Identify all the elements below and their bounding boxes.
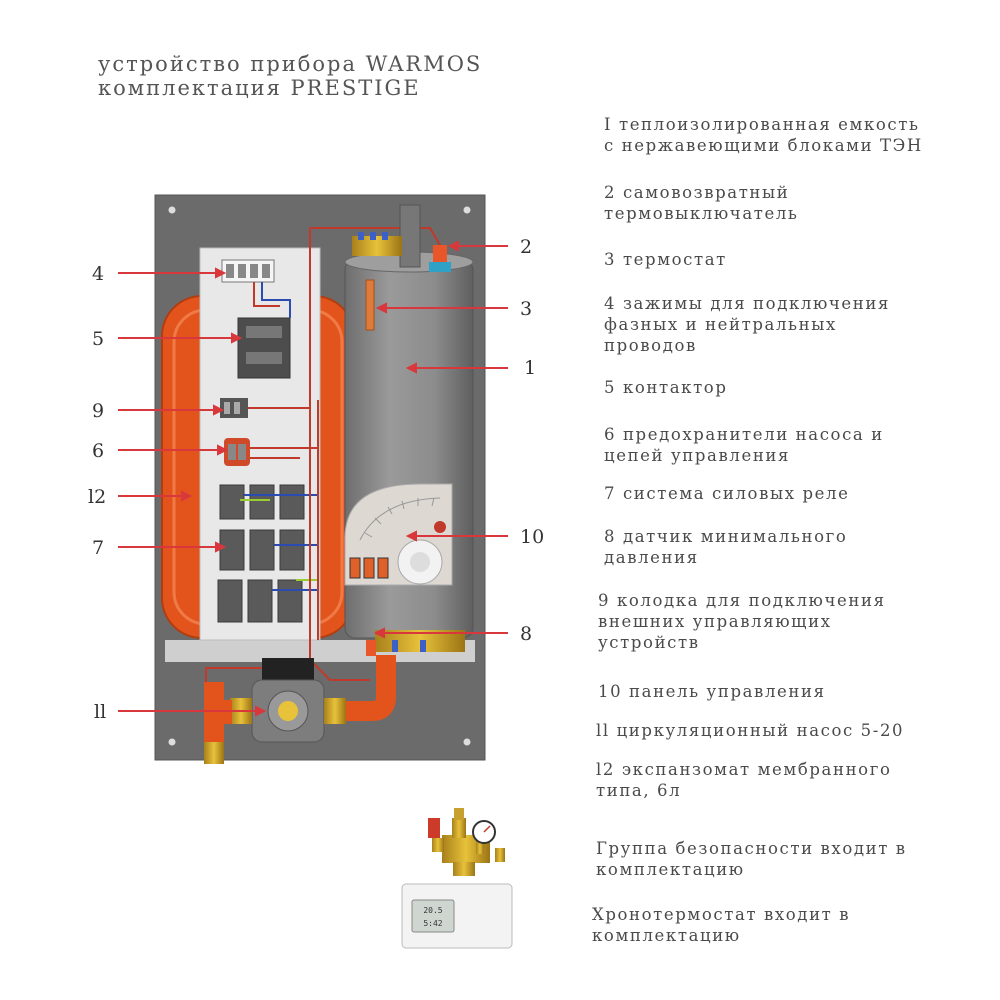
chronothermostat-display-line1: 20.5 [423, 906, 442, 915]
callout-3: 3 [520, 298, 533, 320]
thermal-cutout [433, 245, 447, 267]
fuse-holder [224, 438, 250, 466]
chronothermostat-image [401, 883, 513, 949]
callout-12: l2 [88, 486, 107, 508]
callout-10: 10 [520, 526, 545, 548]
callout-2: 2 [520, 236, 533, 258]
callout-lines [118, 240, 508, 717]
diagram-title-line1: устройство прибора WARMOS [98, 52, 483, 76]
callout-1: 1 [524, 357, 537, 379]
diagram-title-line2: комплектация PRESTIGE [98, 76, 421, 100]
legend-item-11: ll циркуляционный насос 5-20 [596, 721, 905, 740]
legend-item-3: 3 термостат [604, 250, 727, 269]
electronics-panel [199, 247, 321, 641]
legend-item-7: 7 система силовых реле [604, 484, 850, 503]
legend-item-5: 5 контактор [604, 378, 728, 397]
legend-item-10: 10 панель управления [598, 682, 826, 701]
chronothermostat-display-line2: 5:42 [423, 919, 442, 928]
callout-5: 5 [92, 328, 105, 350]
safety-group-image [428, 808, 505, 876]
thermostat [365, 279, 375, 331]
callout-4: 4 [92, 263, 105, 285]
callout-9: 9 [92, 400, 105, 422]
relay-array [217, 484, 305, 623]
callout-7: 7 [92, 537, 105, 559]
callout-11: ll [94, 701, 107, 723]
pressure-sensor [366, 640, 376, 656]
callout-8: 8 [520, 623, 533, 645]
callout-6: 6 [92, 440, 105, 462]
